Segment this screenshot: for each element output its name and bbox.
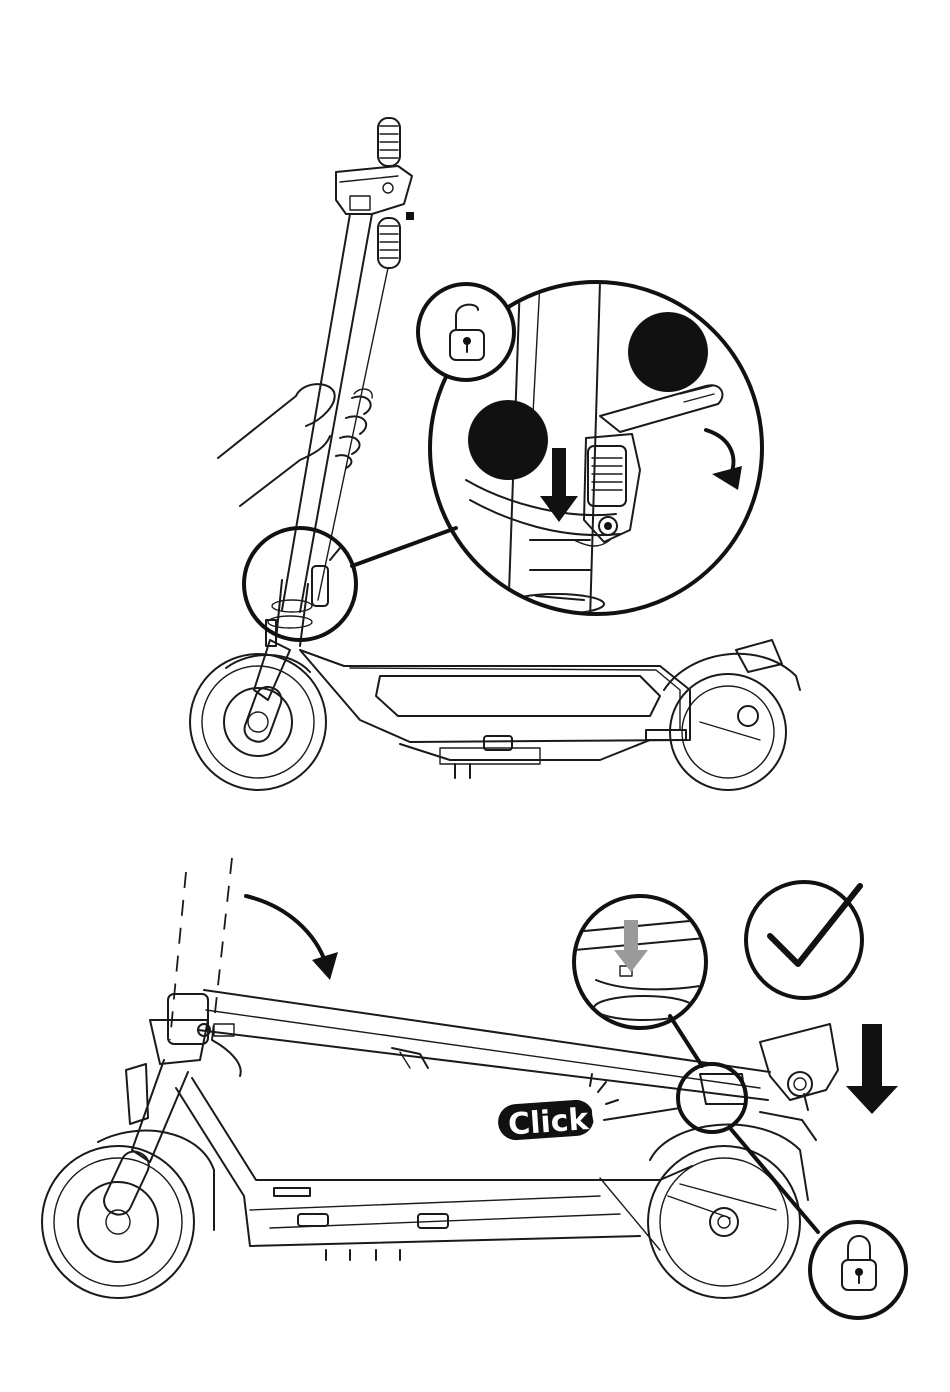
press-down-arrow [540, 448, 578, 522]
callout-leader [352, 528, 456, 566]
fold-direction-arrow [246, 896, 338, 980]
folded-front-wheel [42, 1146, 194, 1298]
folded-rear-wheel [648, 1125, 808, 1298]
checkmark-icon [746, 882, 862, 998]
click-label: Click! [497, 1074, 680, 1143]
lock-icon [810, 1222, 906, 1318]
deck [300, 650, 690, 778]
scooter-folded [42, 858, 838, 1298]
latch-focus-circle [244, 528, 356, 640]
hook-detail-magnified [574, 896, 706, 1028]
rotate-lever-arrow [706, 430, 742, 490]
unlock-icon [418, 284, 514, 380]
rear-wheel [664, 640, 800, 790]
down-arrow-icon [846, 1024, 898, 1114]
click-text: Click! [507, 1101, 603, 1142]
step-marker-1 [468, 400, 548, 480]
display-head [336, 166, 414, 220]
folded-deck [176, 1078, 692, 1260]
step-marker-2 [628, 312, 708, 392]
hand-illustration [218, 384, 372, 506]
